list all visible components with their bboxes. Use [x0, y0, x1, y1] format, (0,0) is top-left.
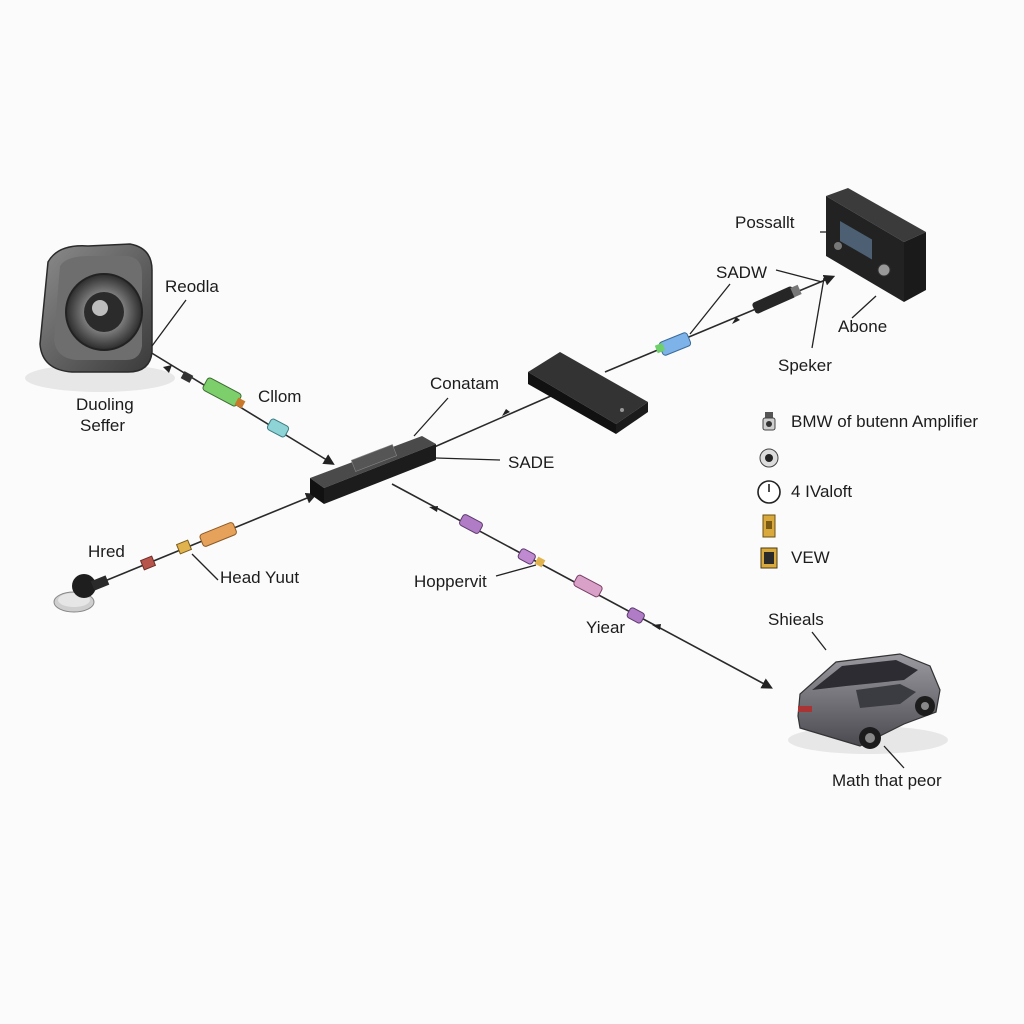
label-sade: SADE — [508, 453, 555, 472]
connector-yellow-small — [175, 539, 193, 555]
car — [788, 653, 948, 754]
mid-module-box — [528, 352, 648, 434]
label-conatam: Conatam — [430, 374, 499, 393]
leader-lines — [151, 231, 905, 769]
label-duoling-seffer-line1: Duoling — [76, 395, 134, 414]
label-head-yuut: Head Yuut — [220, 568, 300, 587]
label-cllom: Cllom — [258, 387, 302, 406]
connector-red-small — [139, 555, 157, 571]
label-shieals: Shieals — [768, 610, 824, 629]
central-amplifier-unit — [310, 436, 436, 504]
connector-purple-1 — [459, 514, 483, 534]
head-unit — [826, 188, 926, 302]
legend-text-fuse-box: VEW — [791, 548, 830, 567]
legend-item-amplifier: BMW of butenn Amplifier — [755, 408, 978, 436]
fuse-box-icon — [755, 544, 783, 572]
knob-connector — [53, 574, 110, 613]
legend-item-fuse-box: VEW — [755, 544, 830, 572]
legend-item-plug — [755, 444, 791, 472]
speaker — [25, 243, 175, 392]
legend-text-amplifier: BMW of butenn Amplifier — [791, 412, 979, 431]
label-reodla: Reodla — [165, 277, 219, 296]
connector-pink — [573, 574, 603, 598]
clock-icon — [755, 478, 783, 506]
connector-purple-2 — [517, 548, 546, 568]
connector-cllom — [266, 418, 290, 438]
connector-black-plug — [752, 284, 802, 314]
wire-unit-to-module — [431, 391, 561, 449]
label-sadw: SADW — [716, 263, 767, 282]
fuse-icon — [755, 512, 783, 540]
connector-blue — [654, 332, 692, 356]
label-abone: Abone — [838, 317, 888, 336]
label-hoppervit: Hoppervit — [414, 572, 487, 591]
connector-green — [202, 377, 246, 409]
label-yiear: Yiear — [586, 618, 626, 637]
label-speker: Speker — [778, 356, 832, 375]
plug-icon — [755, 444, 783, 472]
connector-purple-3 — [626, 607, 645, 624]
wire-arrowheads — [163, 317, 740, 630]
connector-orange — [199, 522, 237, 547]
label-possallt: Possallt — [735, 213, 795, 232]
label-duoling-seffer-line2: Seffer — [80, 416, 126, 435]
legend-text-clock: 4 IValoft — [791, 482, 853, 501]
connector-small-dark — [180, 371, 194, 383]
speaker-connector-icon — [755, 408, 783, 436]
label-hred: Hred — [88, 542, 125, 561]
legend-item-clock: 4 IValoft — [755, 478, 852, 506]
label-math-that-peor: Math that peor — [832, 771, 942, 790]
legend-item-fuse — [755, 512, 791, 540]
